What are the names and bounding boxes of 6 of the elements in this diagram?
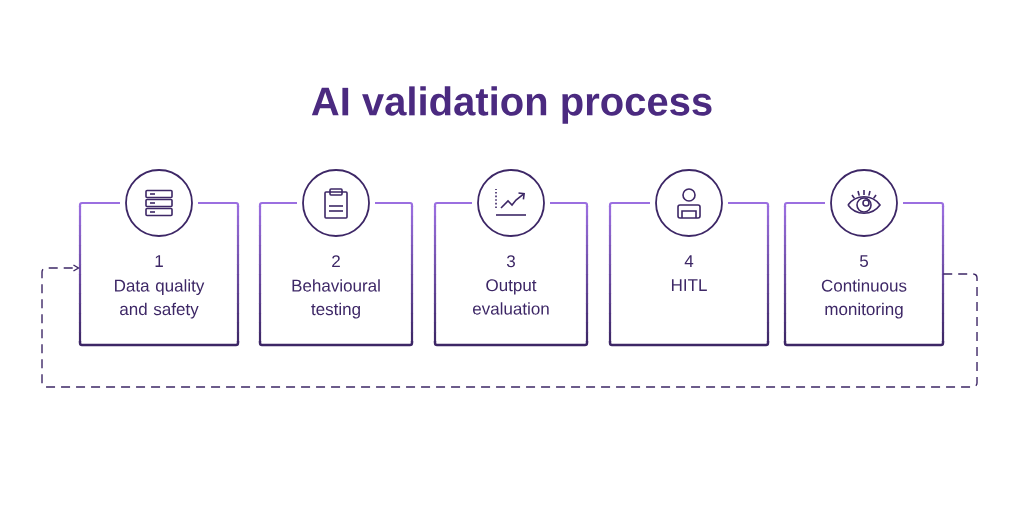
process-box: 3 Output evaluation	[433, 201, 589, 347]
process-box: 2 Behavioural testing	[258, 201, 414, 347]
process-box: 1 Data quality and safety	[78, 201, 240, 347]
process-box: 5 Continuous monitoring	[783, 201, 945, 347]
process-box: 4 HITL	[608, 201, 770, 347]
title: AI validation process	[311, 86, 712, 124]
